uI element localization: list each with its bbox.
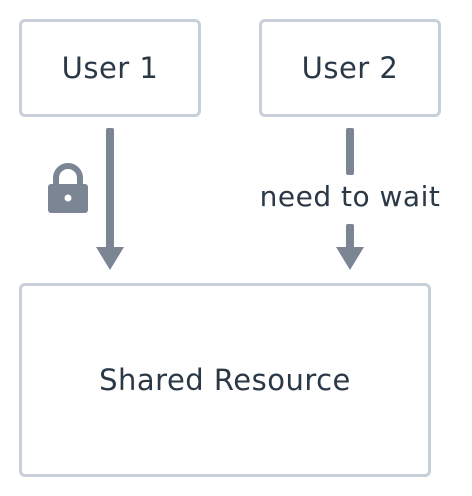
shared-resource-node: Shared Resource (19, 283, 431, 477)
arrow-user1-head (96, 247, 124, 270)
arrow-user2-shaft-bottom (346, 224, 354, 250)
shared-resource-label: Shared Resource (99, 363, 351, 397)
user-2-label: User 2 (301, 51, 399, 85)
arrow-user2-head (336, 247, 364, 270)
user-1-label: User 1 (61, 51, 159, 85)
edge-label-need-to-wait: need to wait (259, 180, 441, 213)
lock-icon (48, 163, 88, 213)
arrow-user1-to-resource (96, 128, 124, 270)
user-1-node: User 1 (19, 19, 201, 117)
arrow-user2-to-resource (336, 128, 364, 270)
arrow-user1-shaft (106, 128, 114, 250)
user-2-node: User 2 (259, 19, 441, 117)
arrow-user2-shaft-top (346, 128, 354, 175)
